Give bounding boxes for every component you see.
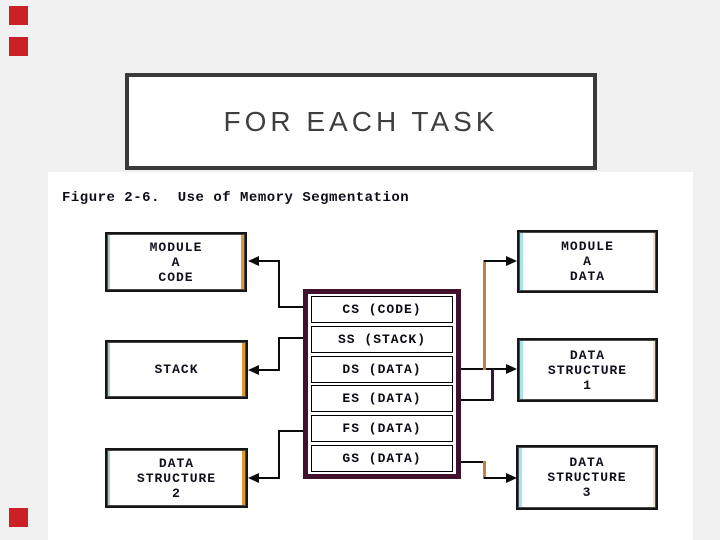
segment-box-data-structure-2: DATA STRUCTURE 2 [105,448,248,508]
connector-cs-approach [258,260,280,262]
figure-caption: Figure 2-6. Use of Memory Segmentation [62,190,410,206]
connector-ss-riser [278,337,280,371]
segment-box-data-structure-1: DATA STRUCTURE 1 [517,338,658,402]
segment-label-line: 3 [582,485,592,500]
arrowhead-es-to-data-structure-1 [506,364,517,374]
segment-label-line: 1 [583,377,592,393]
connector-fs-approach [258,477,280,479]
segment-label-line: STRUCTURE [136,470,217,486]
accent-square-top-2 [9,37,28,56]
connector-gs-riser [483,461,486,479]
arrowhead-ds-to-module-a-data [506,256,517,266]
segment-label-line: MODULE [149,239,203,255]
register-fs: FS (DATA) [311,415,453,443]
accent-square-top-1 [9,6,28,25]
arrowhead-cs-to-module-a-code [248,256,259,266]
register-ss: SS (STACK) [311,325,453,353]
connector-ss-approach [258,369,280,371]
connector-gs-stub [461,461,485,463]
register-ds: DS (DATA) [311,355,453,383]
segment-box-module-a-code: MODULE A CODE [105,232,247,292]
connector-cs-riser [278,260,280,308]
segment-label-line: A [171,254,181,270]
title-box: FOR EACH TASK [125,73,597,170]
segment-label-line: STACK [154,362,199,377]
segment-label-line: DATA [569,347,606,363]
segment-label-line: CODE [158,269,194,285]
connector-fs-riser [278,430,280,479]
segment-box-module-a-data: MODULE A DATA [517,230,658,293]
connector-ss-stub [280,337,303,339]
connector-ds-approach [484,260,506,262]
segment-label-line: A [583,254,592,269]
slide-title: FOR EACH TASK [223,105,499,137]
register-es: ES (DATA) [311,385,453,413]
register-cs: CS (CODE) [311,296,453,323]
arrowhead-ss-to-stack [248,365,259,375]
arrowhead-gs-to-data-structure-3 [506,473,517,483]
segment-label-line: DATA [569,269,606,284]
segment-label-line: STRUCTURE [547,362,628,378]
connector-es-stub [461,399,494,401]
segment-register-stack: CS (CODE) SS (STACK) DS (DATA) ES (DATA)… [303,289,461,479]
connector-es-riser [491,369,494,401]
segment-label-line: MODULE [561,239,614,254]
connector-fs-stub [280,430,303,432]
connector-gs-approach [484,477,506,479]
segment-label-line: DATA [569,455,605,470]
segment-label-line: DATA [158,455,195,471]
segment-box-stack: STACK [105,340,248,399]
segment-label-line: 2 [172,485,181,501]
segment-label-line: STRUCTURE [547,470,627,485]
arrowhead-fs-to-data-structure-2 [248,473,259,483]
register-gs: GS (DATA) [311,444,453,472]
accent-square-bottom [9,508,28,527]
connector-cs-stub [280,306,303,308]
segment-box-data-structure-3: DATA STRUCTURE 3 [516,445,658,510]
connector-ds-riser [483,260,486,370]
